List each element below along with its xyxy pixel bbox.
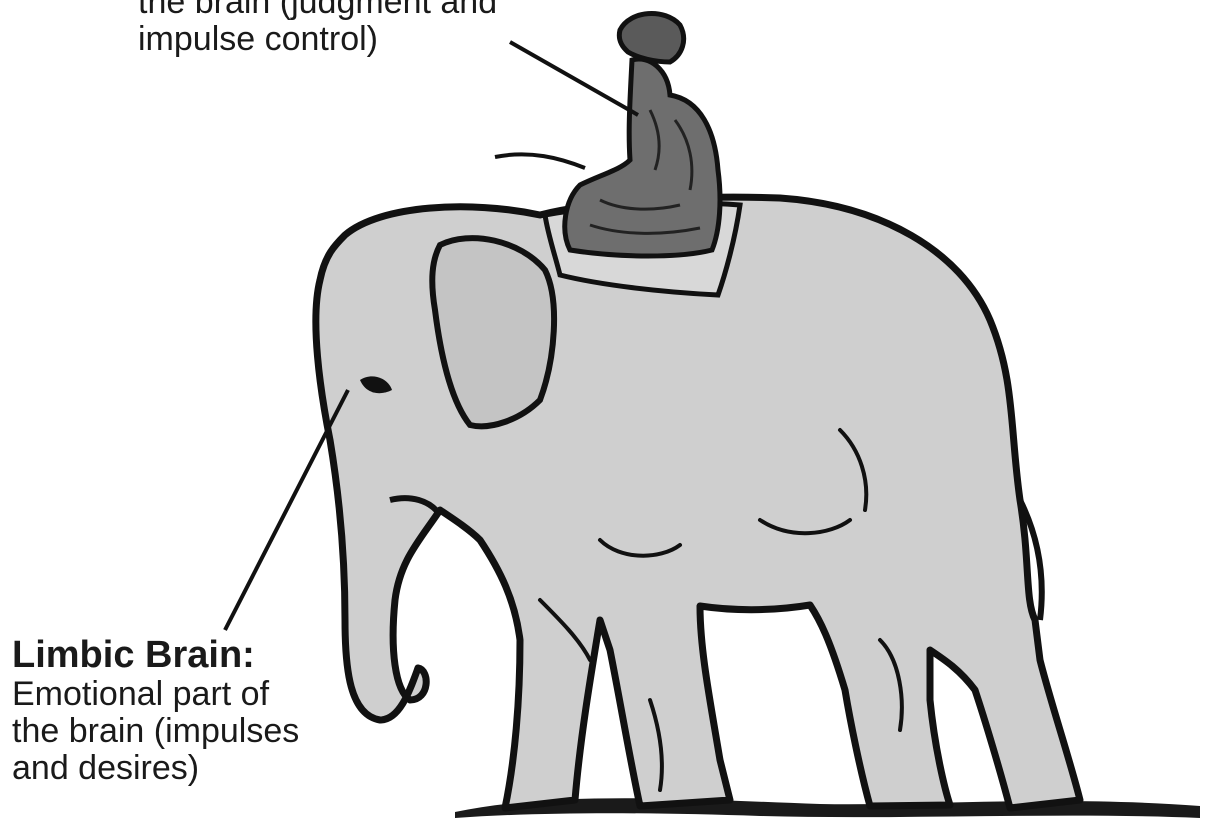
rider-label-line-1: the brain (judgment and (138, 0, 608, 21)
limbic-label-line-1: Emotional part of (12, 676, 372, 713)
elephant (316, 197, 1080, 808)
limbic-pointer-line (225, 390, 348, 630)
rider-label: the brain (judgment and impulse control) (138, 0, 608, 58)
limbic-label-line-2: the brain (impulses (12, 713, 372, 750)
limbic-label-heading: Limbic Brain: (12, 634, 372, 676)
rider-turban (619, 14, 683, 62)
limbic-label-line-3: and desires) (12, 750, 372, 787)
limbic-label: Limbic Brain: Emotional part of the brai… (12, 634, 372, 787)
rider-label-line-2: impulse control) (138, 21, 608, 58)
rider-goad (495, 154, 585, 168)
